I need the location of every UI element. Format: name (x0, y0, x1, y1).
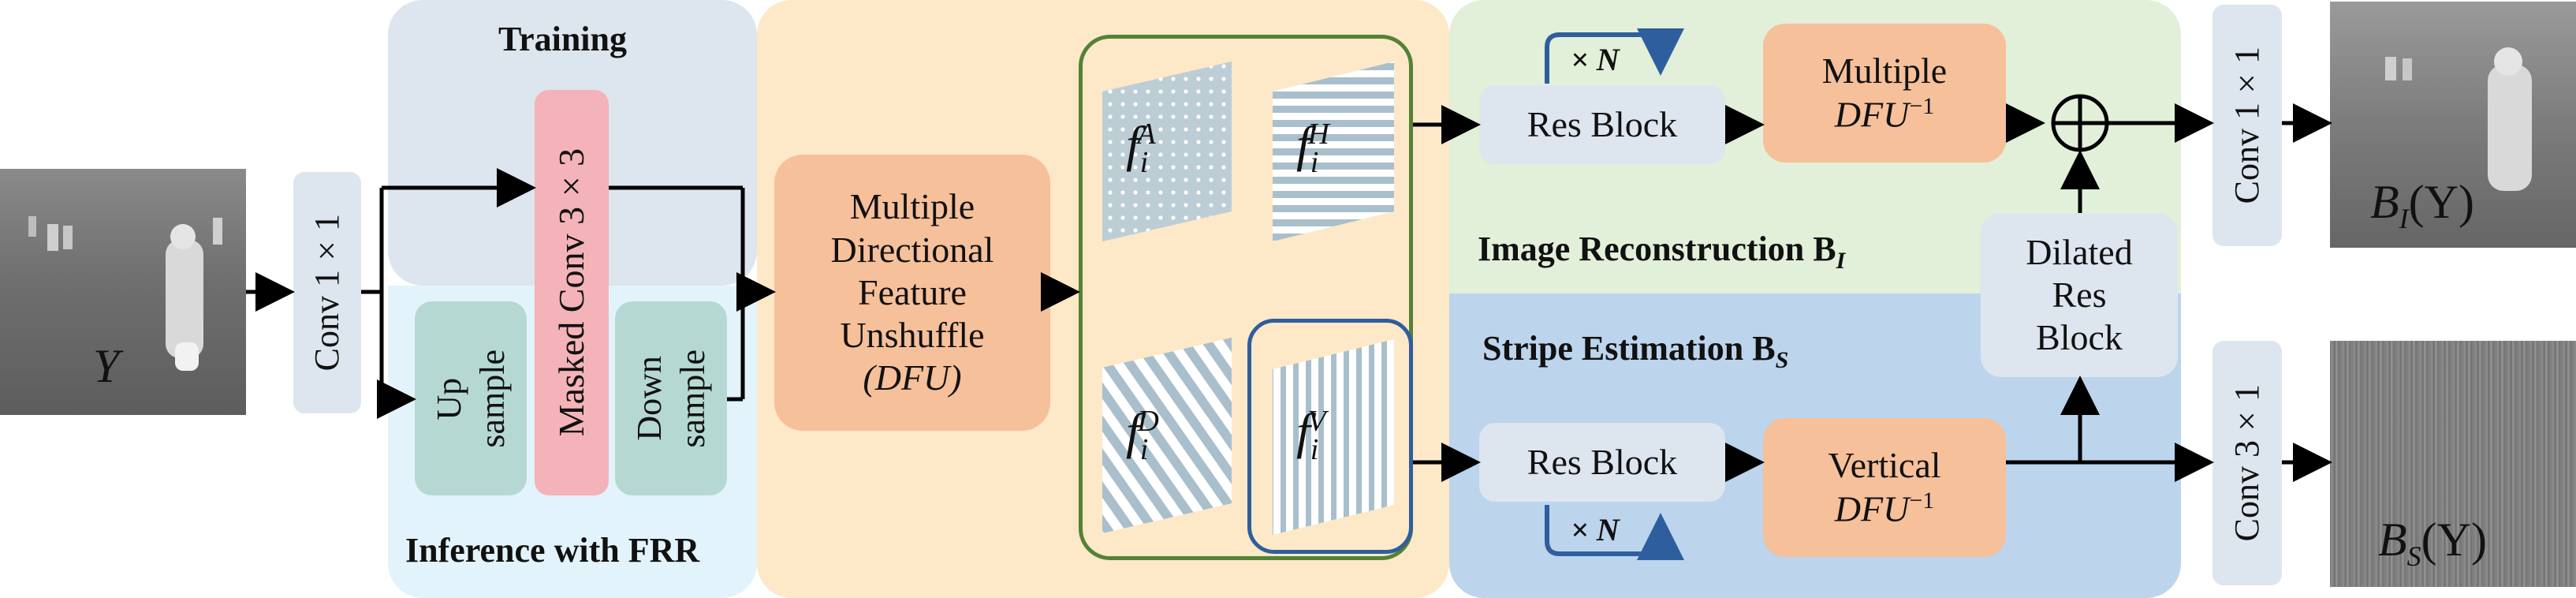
feature-d-tile (1102, 338, 1232, 533)
down-sample-block: Down sample (615, 301, 727, 495)
feature-a-tile (1102, 62, 1232, 241)
stripe-repeat-loop (1545, 505, 1684, 560)
up-sample-block: Up sample (415, 301, 527, 495)
feature-v-label: fiV (1296, 403, 1326, 466)
sum-node (2051, 94, 2109, 152)
dfu-line1: Multiple (849, 186, 975, 227)
feature-v-tile (1273, 339, 1394, 535)
dilated-line2: Res (2052, 274, 2107, 315)
dfu-line5: (DFU) (863, 357, 962, 398)
image-inverse-dfu-block: Multiple DFU−1 (1763, 24, 2006, 163)
dfu-block: Multiple Directional Feature Unshuffle (… (774, 155, 1050, 431)
output-image-label: BI(Y) (2370, 176, 2474, 234)
dilated-line1: Dilated (2026, 231, 2133, 272)
stripe-res-block-label: Res Block (1527, 441, 1678, 482)
stripe-branch-title: Stripe Estimation BS (1482, 329, 1789, 373)
output-stripe-image (2330, 341, 2576, 587)
output-stripe-label: BS(Y) (2378, 514, 2487, 572)
conv-out-top-block: Conv 1×1 (2213, 5, 2282, 246)
dilated-res-block: Dilated Res Block (1981, 213, 2178, 377)
image-branch-title: Image Reconstruction BI (1478, 230, 1846, 274)
feature-h-tile (1273, 62, 1394, 241)
image-inverse-line1: Multiple (1821, 50, 1948, 92)
feature-a-label: fiA (1126, 116, 1156, 179)
image-repeat-label: × N (1571, 42, 1620, 77)
feature-h-label: fiH (1296, 116, 1329, 179)
training-title: Training (498, 20, 628, 58)
stripe-inverse-line2: DFU−1 (1834, 488, 1935, 529)
masked-conv-block: Masked Conv 3×3 (535, 90, 609, 495)
stripe-inverse-dfu-block: Vertical DFU−1 (1763, 418, 2006, 557)
dfu-line3: Feature (858, 271, 967, 312)
image-repeat-loop (1545, 28, 1684, 84)
dilated-line3: Block (2036, 317, 2123, 358)
stripe-res-block: Res Block (1479, 423, 1725, 502)
feature-d-label: fiD (1126, 403, 1159, 466)
feature-group (1079, 35, 1413, 560)
image-inverse-line2: DFU−1 (1834, 93, 1935, 135)
dfu-line4: Unshuffle (840, 315, 985, 356)
image-res-block-label: Res Block (1527, 103, 1678, 144)
vertical-feature-highlight (1247, 319, 1413, 554)
conv-in-block: Conv 1×1 (293, 172, 361, 413)
feature-tiles (1102, 62, 1394, 535)
stripe-inverse-line1: Vertical (1828, 445, 1941, 486)
stripe-repeat-label: × N (1571, 512, 1620, 548)
input-label: Y (93, 340, 120, 392)
conv-out-bottom-block: Conv 3×1 (2213, 341, 2282, 585)
input-image (0, 169, 246, 415)
inference-title: Inference with FRR (405, 531, 700, 570)
output-image (2330, 2, 2576, 248)
dfu-line2: Directional (830, 229, 994, 270)
image-res-block: Res Block (1479, 85, 1725, 164)
